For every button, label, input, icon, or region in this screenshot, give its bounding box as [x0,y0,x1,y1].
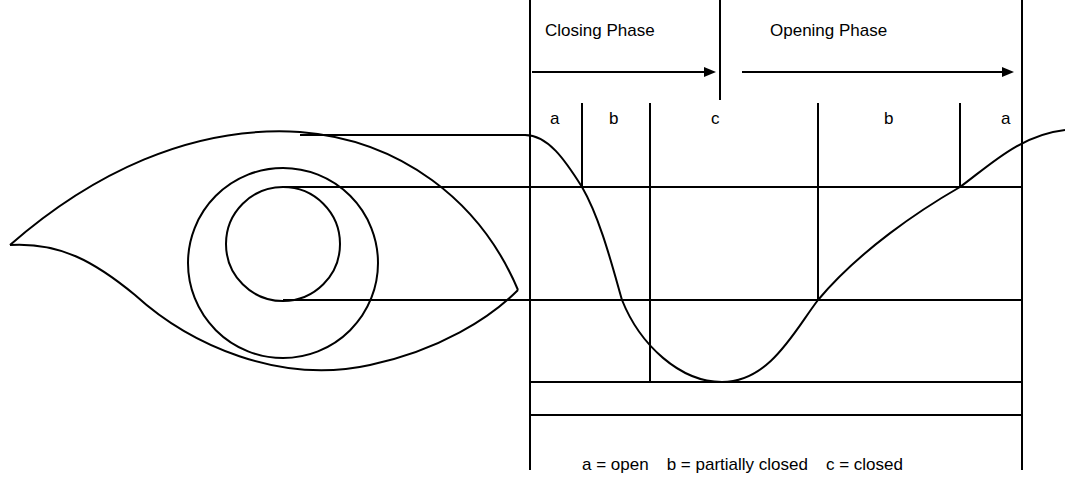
key-entry: b = partially closed [667,456,808,473]
arrowhead [1002,67,1014,77]
phase-title: Opening Phase [770,22,887,39]
phase-divider [719,0,721,100]
key-entry: a = open [582,456,649,473]
segment-divider [649,103,651,382]
frame-line [1021,0,1023,470]
lid-position-curve [300,130,1065,382]
reference-line [530,414,1022,416]
key-entry: c = closed [826,456,903,473]
segment-divider [959,103,961,187]
reference-line [283,186,1022,188]
reference-line [530,381,1022,383]
segment-divider [817,103,819,300]
segment-letter: a [1001,110,1010,127]
arrowhead [704,67,716,77]
iris-circle [188,168,378,358]
pupil-circle [226,187,340,301]
segment-letter: b [884,110,893,127]
upper-eyelid [10,131,518,290]
segment-letter: a [550,110,559,127]
segment-divider [581,103,583,187]
key-row: a = open b = partially closed c = closed [582,456,903,473]
phase-arrow [532,71,708,73]
reference-line [283,299,1022,301]
phase-title: Closing Phase [545,22,655,39]
phase-arrow [742,71,1006,73]
segment-letter: b [609,110,618,127]
lower-eyelid [10,245,518,371]
segment-letter: c [711,110,720,127]
frame-line [529,0,531,470]
